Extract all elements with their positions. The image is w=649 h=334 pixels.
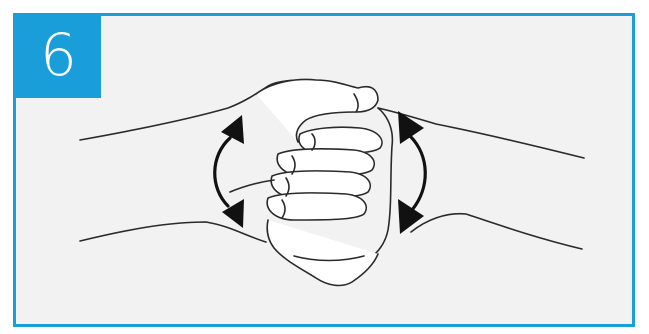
right-arm-lower-line bbox=[411, 214, 582, 249]
left-wrist-crease bbox=[230, 180, 274, 192]
arrow-down-right-icon bbox=[398, 199, 424, 234]
handwash-illustration bbox=[16, 16, 632, 324]
finger-4-outline bbox=[267, 193, 366, 220]
right-rotation-arc bbox=[410, 136, 425, 210]
arrow-up-left-icon bbox=[221, 115, 244, 144]
left-arm-lower-line bbox=[80, 222, 266, 242]
left-rotation-arc bbox=[215, 138, 230, 206]
bottom-hand-outline bbox=[267, 220, 378, 285]
step-card: 6 bbox=[13, 13, 635, 327]
